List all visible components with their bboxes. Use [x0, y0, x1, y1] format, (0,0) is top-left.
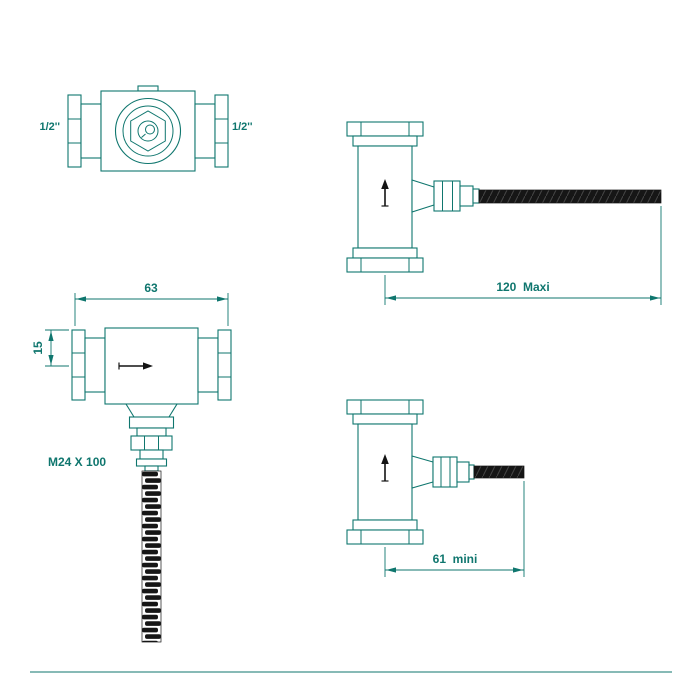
bonnet-spacer [136, 427, 167, 437]
arrowhead [513, 567, 523, 573]
top-flange [346, 399, 424, 415]
left-pipe [84, 337, 106, 393]
hose-collar [135, 458, 168, 467]
spindle-circle [137, 120, 159, 142]
braided-hose [141, 470, 162, 643]
flow-arrow-up-icon [381, 454, 389, 482]
spindle-slot [141, 133, 146, 138]
push-rod-retracted [473, 465, 525, 479]
hose-view: 63 15 M24 X 10 [31, 281, 232, 643]
extended-view: 120 Maxi [346, 121, 662, 305]
gland-cone [411, 179, 435, 213]
right-size-label: 1/2'' [232, 121, 253, 133]
arrowhead [386, 567, 396, 573]
top-flange [346, 121, 424, 137]
gland-washer [472, 188, 480, 204]
bottom-neck [352, 247, 418, 259]
hose-ferrule [144, 465, 159, 472]
spindle-pin [145, 124, 155, 135]
hose-union [139, 449, 164, 460]
dimension-text: 61 mini [433, 552, 478, 566]
bonnet-taper [125, 403, 178, 418]
top-neck [352, 135, 418, 147]
right-flange [214, 94, 229, 168]
bottom-flange [346, 257, 424, 273]
hose-hex-nut [130, 435, 173, 451]
bottom-flange [346, 529, 424, 545]
dimension-text: 120 Maxi [496, 280, 549, 294]
left-flange [71, 329, 86, 401]
body-top-tab [137, 85, 159, 92]
dimension-120-maxi: 120 Maxi [384, 206, 662, 305]
gland-spacer [456, 461, 470, 483]
flow-arrow-up-icon [381, 179, 389, 207]
arrowhead [386, 295, 396, 301]
thread-spec-label: M24 X 100 [48, 455, 106, 469]
right-flange [217, 329, 232, 401]
bonnet-mid-circle [122, 105, 174, 157]
dimension-text: 15 [31, 341, 45, 355]
gland-hex-nut [432, 456, 458, 488]
bonnet-nut [128, 416, 175, 429]
flow-arrow-right-icon [118, 362, 153, 370]
bottom-neck [352, 519, 418, 531]
right-pipe [194, 103, 216, 159]
arrowhead [217, 296, 227, 302]
dimension-63: 63 [74, 281, 229, 326]
bonnet-hex [130, 110, 166, 152]
gland-spacer [459, 185, 474, 207]
top-neck [352, 413, 418, 425]
gland-cone [411, 455, 434, 489]
arrowhead [48, 355, 54, 365]
bonnet-outer-circle [114, 97, 182, 165]
arrowhead [48, 331, 54, 341]
right-pipe [197, 337, 219, 393]
arrowhead [76, 296, 86, 302]
arrowhead [650, 295, 660, 301]
left-flange [67, 94, 82, 168]
left-size-label: 1/2'' [39, 121, 60, 133]
gland-hex-nut [433, 180, 461, 212]
dimension-15: 15 [31, 329, 69, 367]
left-pipe [80, 103, 102, 159]
dimension-text: 63 [144, 281, 158, 295]
retracted-view: 61 mini [346, 399, 525, 577]
front-view: 1/2'' 1/2'' [39, 85, 253, 172]
gland-washer [468, 464, 475, 480]
dimension-61-mini: 61 mini [384, 481, 525, 577]
push-rod-extended [478, 189, 662, 204]
